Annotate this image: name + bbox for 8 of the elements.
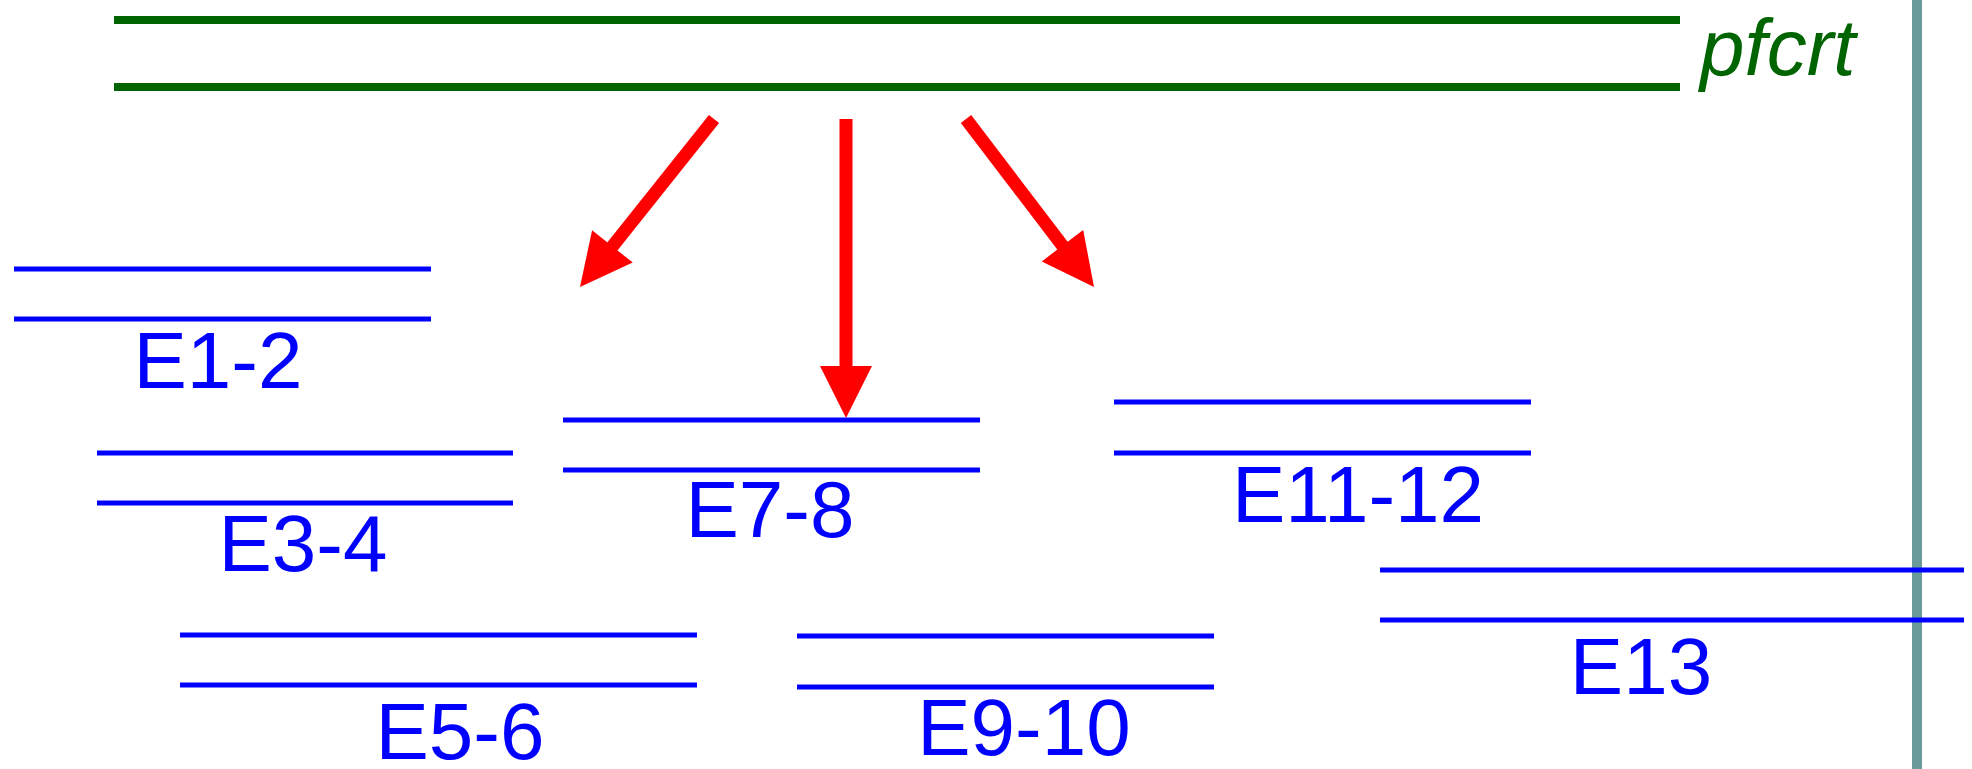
exon-label: E1-2 [133, 321, 303, 401]
exon-label: E7-8 [685, 470, 855, 550]
exon-label: E3-4 [218, 504, 388, 584]
exon-label: E13 [1569, 627, 1713, 707]
exon-label: E11-12 [1232, 455, 1484, 535]
arrow [820, 119, 872, 418]
exon-label: E9-10 [917, 688, 1131, 768]
exon-label: E5-6 [375, 692, 545, 769]
